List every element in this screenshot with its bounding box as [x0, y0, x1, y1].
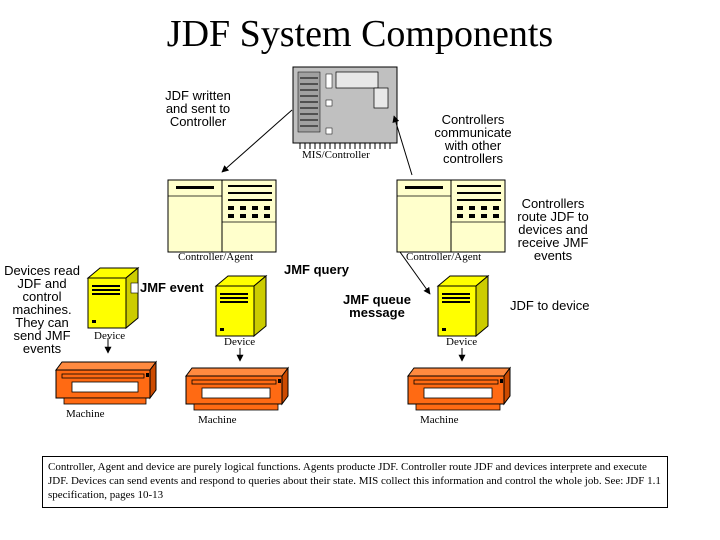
jmf-query-label: JMF query	[284, 262, 350, 277]
mis-controller-label: MIS/Controller	[302, 149, 370, 161]
machine-3-label: Machine	[420, 414, 459, 426]
jdf-to-device-label: JDF to device	[510, 298, 590, 313]
footnote-box: Controller, Agent and device are purely …	[42, 456, 668, 508]
jmf-event-connector	[130, 282, 139, 294]
machine-1-icon	[55, 360, 157, 405]
arrow-controller-to-mis	[392, 115, 413, 176]
device-3-icon	[436, 274, 490, 338]
arrow-mis-to-controller	[221, 109, 293, 173]
machine-3-icon	[407, 366, 511, 411]
device-2-icon	[214, 274, 268, 338]
device-2-label: Device	[224, 336, 256, 348]
machine-1-label: Machine	[66, 408, 105, 420]
controller-agent-left-label: Controller/Agent	[178, 251, 254, 263]
jmf-event-label: JMF event	[140, 280, 204, 295]
device-1-icon	[86, 266, 140, 330]
device-1-label: Device	[94, 330, 126, 342]
controller-agent-right-icon	[396, 179, 506, 253]
diagram-title: JDF System Components	[166, 13, 554, 55]
machine-2-label: Machine	[198, 414, 237, 426]
arrow-controller-to-device-3	[399, 251, 431, 295]
mis-controller-icon	[292, 66, 398, 149]
controller-agent-right-label: Controller/Agent	[406, 251, 482, 263]
controller-agent-left-icon	[167, 179, 277, 253]
machine-2-icon	[185, 366, 289, 411]
device-3-label: Device	[446, 336, 478, 348]
